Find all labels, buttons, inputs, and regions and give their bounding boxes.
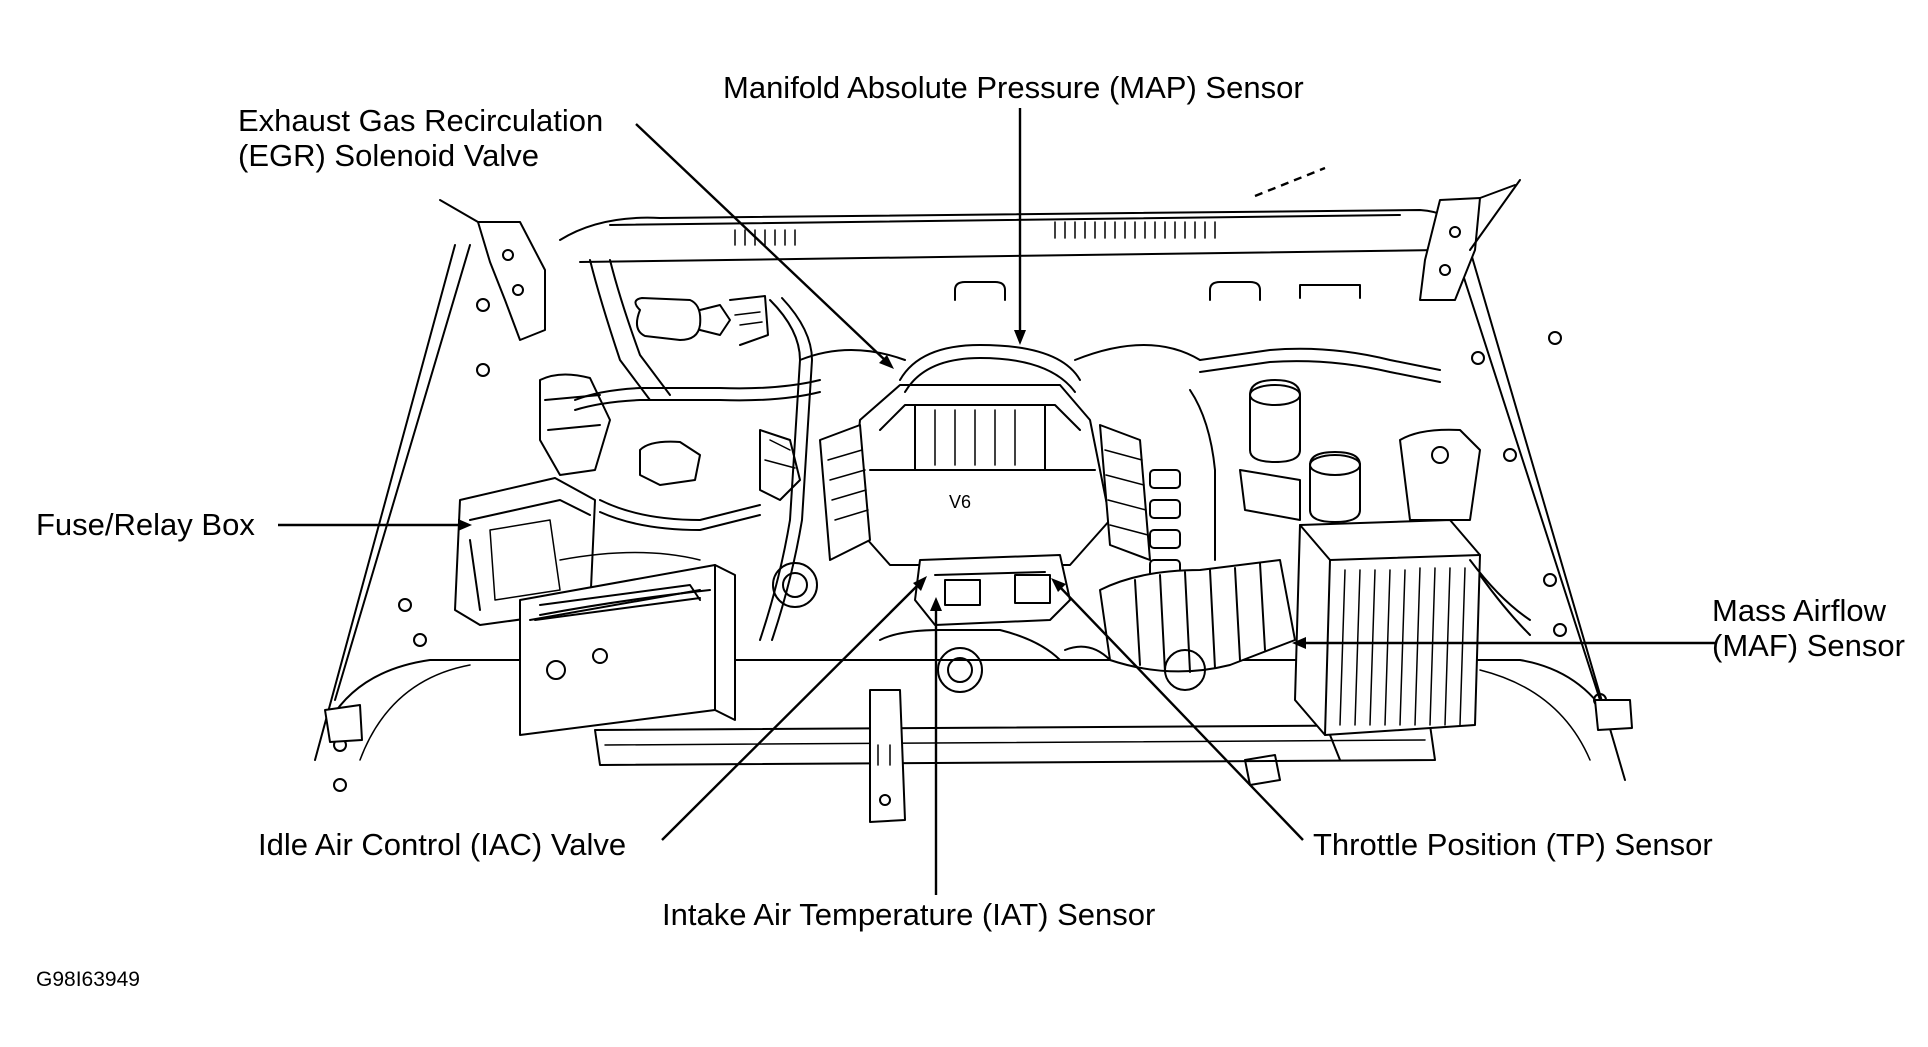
callout-maf-sensor: Mass Airflow (MAF) Sensor bbox=[1712, 593, 1905, 663]
callout-maf-sensor-line2: (MAF) Sensor bbox=[1712, 628, 1905, 663]
left-components-drawing bbox=[539, 259, 821, 641]
callout-egr-valve: Exhaust Gas Recirculation (EGR) Solenoid… bbox=[238, 103, 603, 173]
callout-iac-valve: Idle Air Control (IAC) Valve bbox=[258, 827, 626, 862]
air-intake-drawing bbox=[1099, 347, 1531, 786]
engine-bay-outline bbox=[314, 179, 1633, 823]
engine-badge: V6 bbox=[949, 492, 971, 512]
intake-plenum-drawing bbox=[799, 344, 1201, 693]
callout-leader-lines bbox=[278, 108, 1715, 895]
figure-id: G98I63949 bbox=[36, 968, 140, 991]
callout-map-sensor: Manifold Absolute Pressure (MAP) Sensor bbox=[723, 70, 1304, 105]
callout-egr-valve-line1: Exhaust Gas Recirculation bbox=[238, 103, 604, 138]
callout-iat-sensor: Intake Air Temperature (IAT) Sensor bbox=[662, 897, 1155, 932]
hood-edge-hidden-line bbox=[1254, 166, 1326, 198]
callout-fuse-relay-box-text: Fuse/Relay Box bbox=[36, 507, 255, 542]
battery-drawing bbox=[519, 551, 736, 736]
callout-egr-valve-line2: (EGR) Solenoid Valve bbox=[238, 138, 539, 173]
callout-tp-sensor-text: Throttle Position (TP) Sensor bbox=[1313, 827, 1713, 862]
callout-fuse-relay-box: Fuse/Relay Box bbox=[36, 507, 255, 542]
callout-maf-sensor-line1: Mass Airflow bbox=[1712, 593, 1886, 628]
callout-iac-valve-text: Idle Air Control (IAC) Valve bbox=[258, 827, 627, 862]
callout-iat-sensor-text: Intake Air Temperature (IAT) Sensor bbox=[662, 897, 1156, 932]
callout-tp-sensor: Throttle Position (TP) Sensor bbox=[1313, 827, 1713, 862]
callout-map-sensor-text: Manifold Absolute Pressure (MAP) Sensor bbox=[723, 70, 1304, 105]
